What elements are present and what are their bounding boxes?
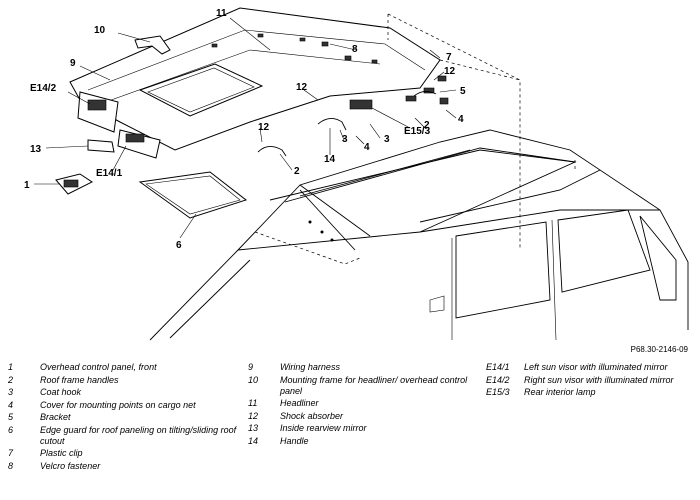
callout-2-right: 2 xyxy=(424,120,430,131)
callout-4-right: 4 xyxy=(458,114,464,125)
legend-column-2: 9 Wiring harness 10 Mounting frame for hea… xyxy=(248,362,468,448)
legend-number: 9 xyxy=(248,362,254,372)
legend-item: E14/1 Left sun visor with illuminated mir… xyxy=(486,362,696,373)
legend-text: Velcro fastener xyxy=(40,460,101,471)
leader-lines xyxy=(34,17,457,239)
callout-12-top-right: 12 xyxy=(444,66,456,77)
legend-item: 14 Handle xyxy=(248,436,468,447)
legend-item: E14/2 Right sun visor with illuminated mi… xyxy=(486,375,696,386)
callout-E14-1: E14/1 xyxy=(96,168,123,179)
legend-number: 3 xyxy=(8,387,14,397)
callout-4-center: 4 xyxy=(364,142,370,153)
legend-item: 5 Bracket xyxy=(8,412,238,423)
legend-text: Mounting frame for headliner/ overhead c… xyxy=(280,374,468,396)
callout-14: 14 xyxy=(324,154,336,165)
legend-number: E14/1 xyxy=(486,362,510,372)
callout-10: 10 xyxy=(94,25,106,36)
callout-13: 13 xyxy=(30,144,42,155)
legend-item: 7 Plastic clip xyxy=(8,448,238,459)
legend-number: 10 xyxy=(248,374,259,385)
parts-legend: 1 Overhead control panel, front 2 Roof fra… xyxy=(0,362,700,500)
legend-text: Overhead control panel, front xyxy=(40,362,157,372)
callout-7: 7 xyxy=(446,52,452,63)
legend-number: 14 xyxy=(248,435,259,446)
callout-9: 9 xyxy=(70,58,76,69)
legend-text: Headliner xyxy=(280,398,319,408)
legend-column-1: 1 Overhead control panel, front 2 Roof fra… xyxy=(8,362,238,473)
legend-text: Right sun visor with illuminated mirror xyxy=(524,374,674,385)
callout-E15-3: E15/3 xyxy=(404,126,431,137)
legend-item: 8 Velcro fastener xyxy=(8,461,238,472)
legend-item: 2 Roof frame handles xyxy=(8,375,238,386)
legend-number: 5 xyxy=(8,412,14,422)
legend-number: 8 xyxy=(8,460,14,471)
callout-labels: 11 10 8 7 9 12 5 E14/2 12 3 2 4 E15/3 13… xyxy=(24,8,466,251)
callout-E14-2: E14/2 xyxy=(30,83,57,94)
legend-number: 1 xyxy=(8,362,14,372)
legend-text: Edge guard for roof paneling on tilting/… xyxy=(40,424,237,446)
legend-number: 2 xyxy=(8,374,14,385)
legend-number: 13 xyxy=(248,423,259,433)
callout-11: 11 xyxy=(216,8,227,19)
callout-1: 1 xyxy=(24,180,30,191)
legend-item: 3 Coat hook xyxy=(8,387,238,398)
legend-item: 13 Inside rearview mirror xyxy=(248,423,468,434)
legend-item: 1 Overhead control panel, front xyxy=(8,362,238,373)
callout-2-center: 2 xyxy=(294,166,300,177)
legend-number: E15/3 xyxy=(486,387,510,397)
legend-text: Rear interior lamp xyxy=(524,387,596,397)
legend-text: Wiring harness xyxy=(280,362,340,372)
legend-text: Handle xyxy=(280,435,309,446)
legend-number: 12 xyxy=(248,410,259,421)
legend-item: 9 Wiring harness xyxy=(248,362,468,373)
callout-6: 6 xyxy=(176,240,182,251)
callout-12-center: 12 xyxy=(296,82,308,93)
legend-number: 7 xyxy=(8,448,14,458)
callout-3-center: 3 xyxy=(342,134,348,145)
handle-drawing xyxy=(317,118,347,131)
legend-number: E14/2 xyxy=(486,374,510,385)
legend-number: 4 xyxy=(8,399,14,410)
legend-item: 12 Shock absorber xyxy=(248,411,468,422)
legend-item: 11 Headliner xyxy=(248,398,468,409)
legend-item: E15/3 Rear interior lamp xyxy=(486,387,696,398)
legend-number: 11 xyxy=(248,398,258,408)
callout-5: 5 xyxy=(460,86,466,97)
edge-guard-drawing xyxy=(138,171,248,219)
legend-text: Cover for mounting points on cargo net xyxy=(40,399,196,410)
legend-item: 4 Cover for mounting points on cargo net xyxy=(8,400,238,411)
legend-text: Roof frame handles xyxy=(40,374,119,385)
callout-8: 8 xyxy=(352,44,358,55)
projection-lines xyxy=(387,13,521,250)
exploded-view-diagram: 11 10 8 7 9 12 5 E14/2 12 3 2 4 E15/3 13… xyxy=(24,7,689,341)
callout-12-left: 12 xyxy=(258,122,270,133)
legend-item: 10 Mounting frame for headliner/ overhead… xyxy=(248,375,468,397)
sun-visor-drawings xyxy=(77,91,161,159)
legend-text: Left sun visor with illuminated mirror xyxy=(524,362,668,372)
legend-text: Coat hook xyxy=(40,387,82,397)
figure-reference: P68.30-2146-09 xyxy=(630,345,688,354)
vehicle-drawing xyxy=(149,129,689,341)
legend-number: 6 xyxy=(8,424,14,435)
legend-text: Bracket xyxy=(40,412,71,422)
legend-item: 6 Edge guard for roof paneling on tilting… xyxy=(8,425,238,447)
legend-text: Shock absorber xyxy=(280,410,344,421)
callout-3-right: 3 xyxy=(384,134,390,145)
legend-text: Inside rearview mirror xyxy=(280,423,367,433)
mirror-drawing xyxy=(87,139,115,153)
legend-text: Plastic clip xyxy=(40,448,83,458)
legend-column-3: E14/1 Left sun visor with illuminated mir… xyxy=(486,362,696,400)
